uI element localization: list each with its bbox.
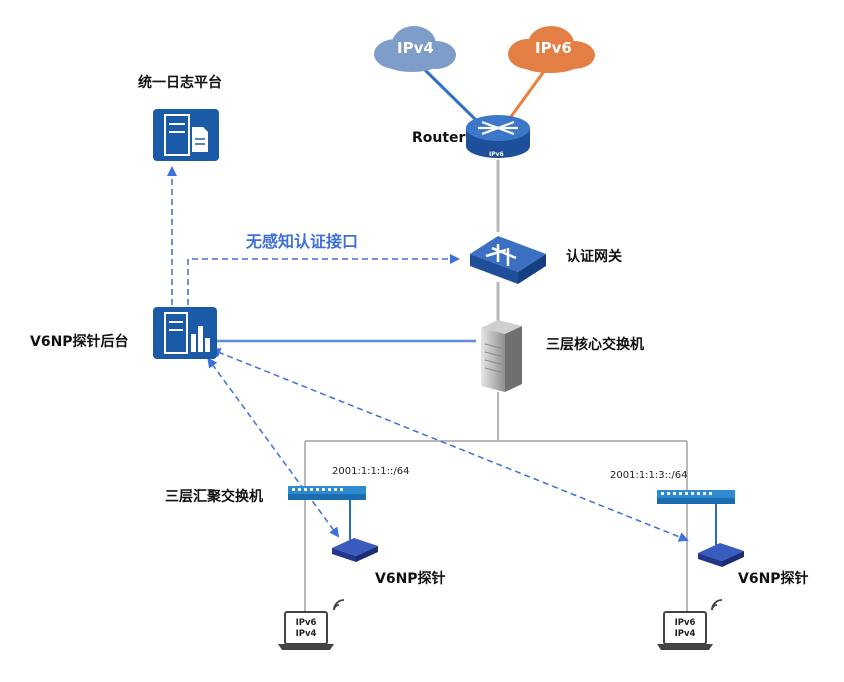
probe-backend-icon [153, 307, 217, 359]
ipv4-link [423, 68, 480, 124]
core-switch-icon [481, 320, 522, 392]
agg-switch-label: 三层汇聚交换机 [165, 489, 263, 505]
backend-left-probe-link [207, 357, 340, 538]
router-icon [466, 115, 530, 158]
router-chip-label: IPv6 [489, 151, 504, 158]
ipv4-cloud [374, 26, 456, 72]
log-platform-label: 统一日志平台 [138, 75, 222, 91]
ipv6-cloud-label: IPv6 [535, 39, 572, 57]
left-agg-switch-icon [288, 486, 366, 500]
ipv4-cloud-label: IPv4 [397, 39, 434, 57]
right-client-ipv6: IPv6 [674, 618, 696, 628]
left-client-ipv6: IPv6 [295, 618, 317, 628]
router-label: Router [412, 130, 466, 146]
right-agg-switch-icon [657, 490, 735, 504]
left-wifi-icon [333, 599, 345, 611]
right-laptop-icon [657, 611, 713, 650]
right-wifi-icon [711, 599, 723, 611]
auth-interface-label: 无感知认证接口 [246, 232, 359, 251]
auth-gateway-label: 认证网关 [566, 249, 622, 265]
core-switch-label: 三层核心交换机 [546, 337, 644, 353]
right-subnet-label: 2001:1:1:3::/64 [610, 470, 688, 481]
log-platform-icon [153, 109, 219, 161]
right-probe-label: V6NP探针 [738, 571, 809, 587]
left-probe-icon [332, 538, 378, 562]
probe-backend-label: V6NP探针后台 [30, 334, 129, 350]
right-client-ipv4: IPv4 [674, 629, 696, 639]
backend-right-probe-link [210, 348, 689, 542]
ipv6-cloud [508, 26, 595, 73]
auth-interface-link [187, 254, 460, 305]
left-subnet-label: 2001:1:1:1::/64 [332, 466, 410, 477]
left-laptop-icon [278, 611, 334, 650]
auth-gateway-icon [470, 236, 546, 284]
dashed-links [167, 166, 689, 542]
left-probe-label: V6NP探针 [375, 571, 446, 587]
right-probe-icon [698, 543, 744, 567]
left-client-ipv4: IPv4 [295, 629, 317, 639]
ipv6-link [508, 69, 547, 119]
